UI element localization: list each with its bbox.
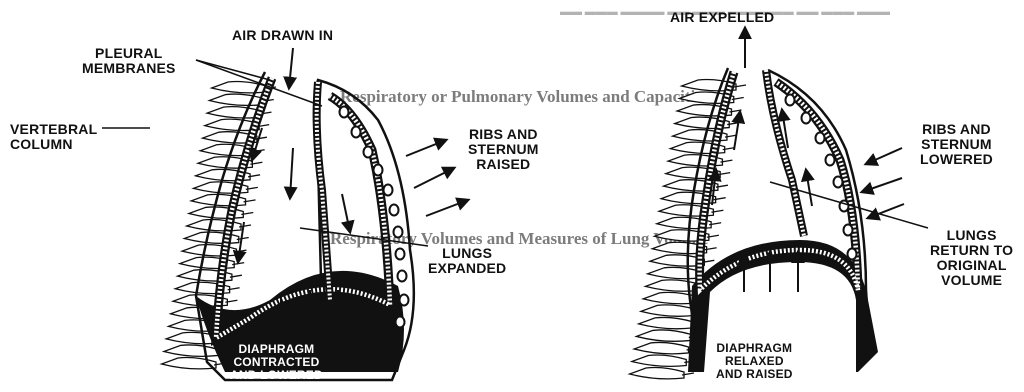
vertebra — [645, 280, 699, 291]
rib-bead — [844, 225, 853, 236]
rib-bead — [384, 185, 393, 196]
rib-bead — [826, 155, 835, 166]
rib-bead — [834, 177, 843, 188]
rib-bead — [374, 165, 383, 176]
vertebra — [164, 345, 218, 356]
rib-bead — [364, 147, 373, 158]
lungs-expanded-label: LUNGS EXPANDED — [428, 246, 506, 276]
rib-bead — [786, 95, 795, 106]
diaphragm-relaxed-label: DIAPHRAGM RELAXED AND RAISED — [716, 342, 793, 381]
vertebral-column-label: VERTEBRAL COLUMN — [10, 122, 97, 152]
vertebra — [648, 267, 702, 278]
inhalation-figure — [102, 48, 468, 380]
rib-bead — [396, 249, 405, 260]
vertebra — [641, 305, 695, 316]
rib-bead — [340, 107, 349, 118]
rib-bead — [400, 295, 409, 306]
diaphragm-contracted-label: DIAPHRAGM CONTRACTED AND LOWERED — [230, 343, 323, 382]
rib-bead — [396, 317, 405, 328]
pleural-membranes-label: PLEURAL MEMBRANES — [82, 46, 176, 76]
rib-arrow — [862, 178, 902, 192]
rib-arrow — [406, 140, 446, 156]
rib-arrow — [414, 168, 454, 188]
rib-bead — [816, 133, 825, 144]
lung-arrow — [734, 112, 740, 150]
vertebra — [639, 317, 693, 328]
vertebra — [209, 94, 263, 105]
lung-arrow — [342, 194, 350, 232]
vertebra — [636, 330, 690, 341]
rib-bead — [394, 227, 403, 238]
rib-bead — [352, 127, 361, 138]
vertebra — [632, 355, 686, 366]
vertebra — [207, 107, 261, 118]
lungs-return-label: LUNGS RETURN TO ORIGINAL VOLUME — [930, 228, 1013, 288]
rib-bead — [398, 271, 407, 282]
air-drawn-in-label: AIR DRAWN IN — [232, 28, 333, 43]
rib-arrow — [426, 200, 468, 216]
rib-bead — [802, 113, 811, 124]
pleural-leader — [196, 60, 270, 80]
ribs-sternum-raised-label: RIBS AND STERNUM RAISED — [468, 127, 539, 172]
ribs-sternum-lowered-label: RIBS AND STERNUM LOWERED — [920, 122, 993, 167]
vertebra — [634, 342, 688, 353]
air-in-arrow — [289, 48, 293, 88]
air-expelled-label: AIR EXPELLED — [670, 10, 774, 25]
rib-arrow — [866, 148, 902, 164]
exhalation-figure — [630, 28, 928, 379]
rib-bead — [848, 249, 857, 260]
lung-arrow — [290, 148, 293, 198]
rib-bead — [390, 205, 399, 216]
vertebra — [630, 368, 684, 379]
lung-arrow — [806, 170, 812, 206]
